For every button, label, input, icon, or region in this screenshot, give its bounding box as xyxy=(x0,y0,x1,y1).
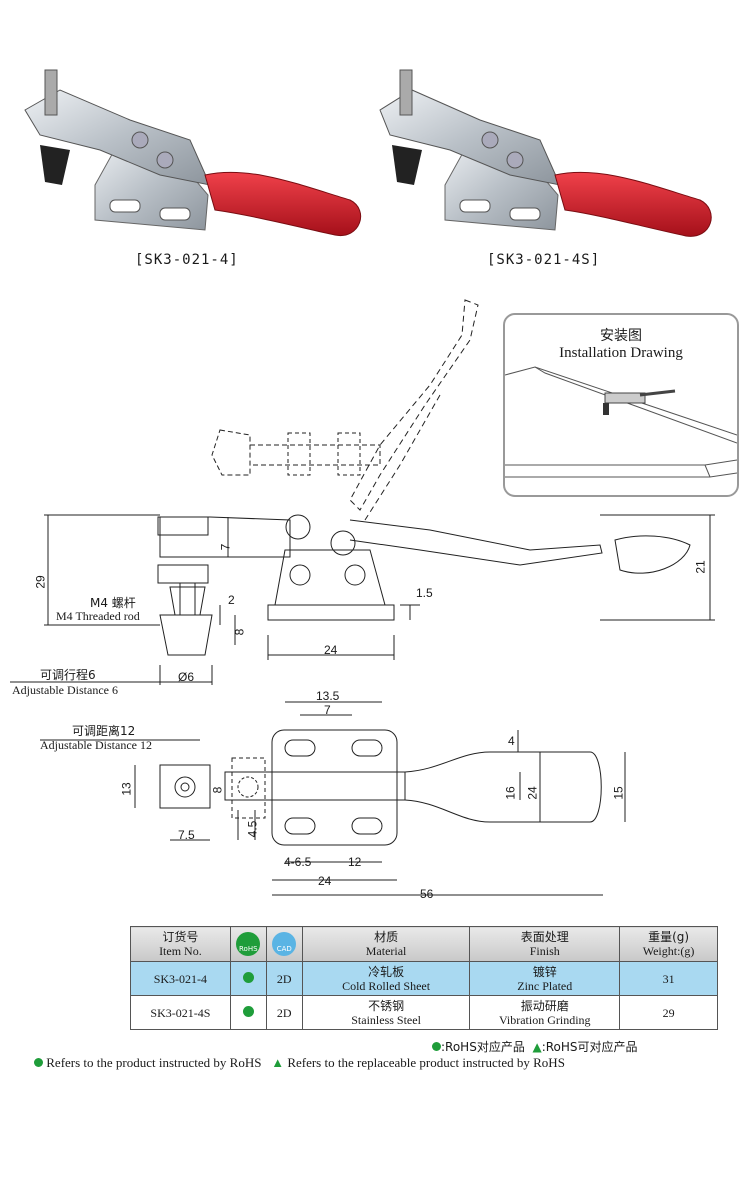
side-view-drawing xyxy=(10,299,715,685)
adj-distance-en: Adjustable Distance 12 xyxy=(40,738,152,752)
rohs-dot-icon xyxy=(34,1058,43,1067)
cad-icon: CAD xyxy=(272,932,297,956)
dim-21: 21 xyxy=(693,560,708,574)
dim-dia6: Ø6 xyxy=(178,670,195,684)
dim-7: 7 xyxy=(218,543,233,551)
legend-cn-2: :RoHS可对应产品 xyxy=(541,1040,638,1054)
rod-label-cn: M4 螺杆 xyxy=(90,596,136,610)
install-title-en: Installation Drawing xyxy=(559,345,683,361)
dim-7-5: 7.5 xyxy=(178,828,195,842)
dim-24: 24 xyxy=(324,643,338,657)
adj-distance-cn: 可调距离12 xyxy=(72,724,136,738)
install-title-cn: 安装图 xyxy=(600,328,642,344)
rohs-dot-icon xyxy=(432,1042,441,1051)
legend-en: Refers to the product instructed by RoHS… xyxy=(34,1055,565,1071)
header-rohs: RoHS xyxy=(229,926,267,962)
rohs-dot-icon xyxy=(242,971,254,983)
header-cad: CAD xyxy=(265,926,303,962)
adj-stroke-cn: 可调行程6 xyxy=(40,668,96,682)
cell-item-no: SK3-021-4S xyxy=(130,995,231,1030)
cell-cad: 2D xyxy=(265,961,303,996)
dim-24-vert: 24 xyxy=(525,786,540,800)
product-photos xyxy=(24,69,712,237)
top-view-drawing xyxy=(40,701,626,896)
dim-12: 12 xyxy=(348,855,362,869)
triangle-icon: ▲ xyxy=(271,1055,285,1070)
dim-4: 4 xyxy=(508,734,515,748)
cell-rohs xyxy=(229,961,267,996)
dim-4-6-5: 4-6.5 xyxy=(284,855,312,869)
header-weight: 重量(g)Weight:(g) xyxy=(619,926,718,962)
dim-2: 2 xyxy=(228,593,235,607)
legend-en-1: Refers to the product instructed by RoHS xyxy=(46,1055,262,1070)
dim-8-top: 8 xyxy=(210,786,225,794)
dim-1-5: 1.5 xyxy=(416,586,433,600)
dim-13-5: 13.5 xyxy=(316,689,340,703)
legend-en-2: Refers to the replaceable product instru… xyxy=(287,1055,565,1070)
dim-16: 16 xyxy=(503,786,518,800)
legend-cn: :RoHS对应产品 ▲:RoHS可对应产品 xyxy=(432,1038,638,1055)
dim-24-top: 24 xyxy=(318,874,332,888)
dim-4-5: 4.5 xyxy=(245,820,260,838)
clamp-photo-2 xyxy=(379,69,712,237)
dim-8: 8 xyxy=(232,628,247,636)
product-caption-2: [SK3-021-4S] xyxy=(487,252,601,268)
legend-cn-1: :RoHS对应产品 xyxy=(441,1040,525,1054)
cell-item-no: SK3-021-4 xyxy=(130,961,231,996)
cell-rohs xyxy=(229,995,267,1030)
dim-56: 56 xyxy=(420,887,434,901)
dim-13: 13 xyxy=(119,782,134,796)
rohs-dot-icon xyxy=(242,1005,254,1017)
adj-stroke-en: Adjustable Distance 6 xyxy=(12,683,118,697)
cell-cad: 2D xyxy=(265,995,303,1030)
dim-15: 15 xyxy=(611,786,626,800)
rod-label-en: M4 Threaded rod xyxy=(56,609,140,623)
dim-29: 29 xyxy=(33,575,48,589)
product-caption-1: [SK3-021-4] xyxy=(135,252,239,268)
installation-sketch xyxy=(505,366,737,478)
rohs-icon: RoHS xyxy=(236,932,261,956)
clamp-photo-1 xyxy=(24,69,362,236)
cell-weight: 31 xyxy=(619,961,718,996)
triangle-icon: ▲ xyxy=(532,1040,542,1054)
cell-weight: 29 xyxy=(619,995,718,1030)
dim-7-top: 7 xyxy=(324,703,331,717)
installation-drawing-box: 安装图 Installation Drawing xyxy=(503,313,739,497)
